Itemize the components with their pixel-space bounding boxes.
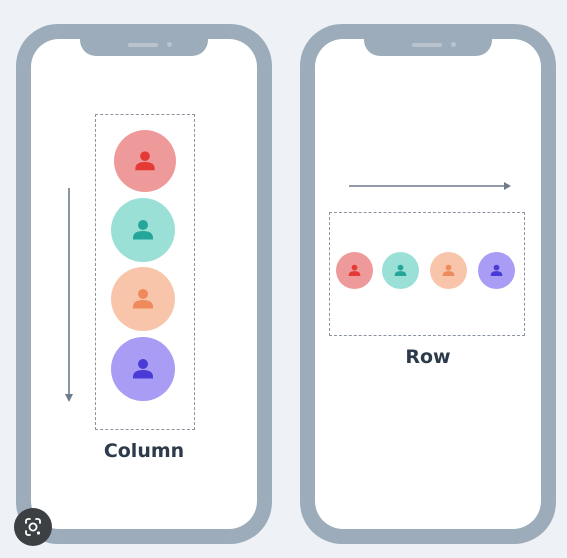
front-camera	[451, 42, 456, 47]
visual-search-icon	[25, 518, 41, 536]
right-arrow-icon	[349, 182, 511, 190]
phone-notch-column	[80, 34, 208, 56]
row-avatar-4	[478, 252, 515, 289]
column-container	[95, 114, 195, 430]
person-icon	[348, 264, 361, 276]
row-avatar-3	[430, 252, 467, 289]
front-camera	[167, 42, 172, 47]
person-icon	[135, 151, 155, 171]
person-icon	[133, 359, 153, 379]
speaker-grille	[128, 43, 158, 47]
visual-search-button[interactable]	[14, 508, 52, 546]
person-icon	[442, 264, 455, 276]
row-container	[329, 212, 525, 336]
column-avatar-2	[111, 198, 175, 262]
speaker-grille	[412, 43, 442, 47]
person-icon	[394, 264, 407, 276]
phone-notch-row	[364, 34, 492, 56]
row-label: Row	[405, 346, 451, 368]
row-avatar-1	[336, 252, 373, 289]
column-avatar-4	[111, 337, 175, 401]
down-arrow-icon	[65, 188, 73, 402]
person-icon	[133, 289, 153, 309]
column-label: Column	[103, 440, 185, 462]
row-avatar-2	[382, 252, 419, 289]
person-icon	[490, 264, 503, 276]
column-avatar-1	[114, 130, 176, 192]
person-icon	[133, 220, 153, 240]
column-avatar-3	[111, 267, 175, 331]
